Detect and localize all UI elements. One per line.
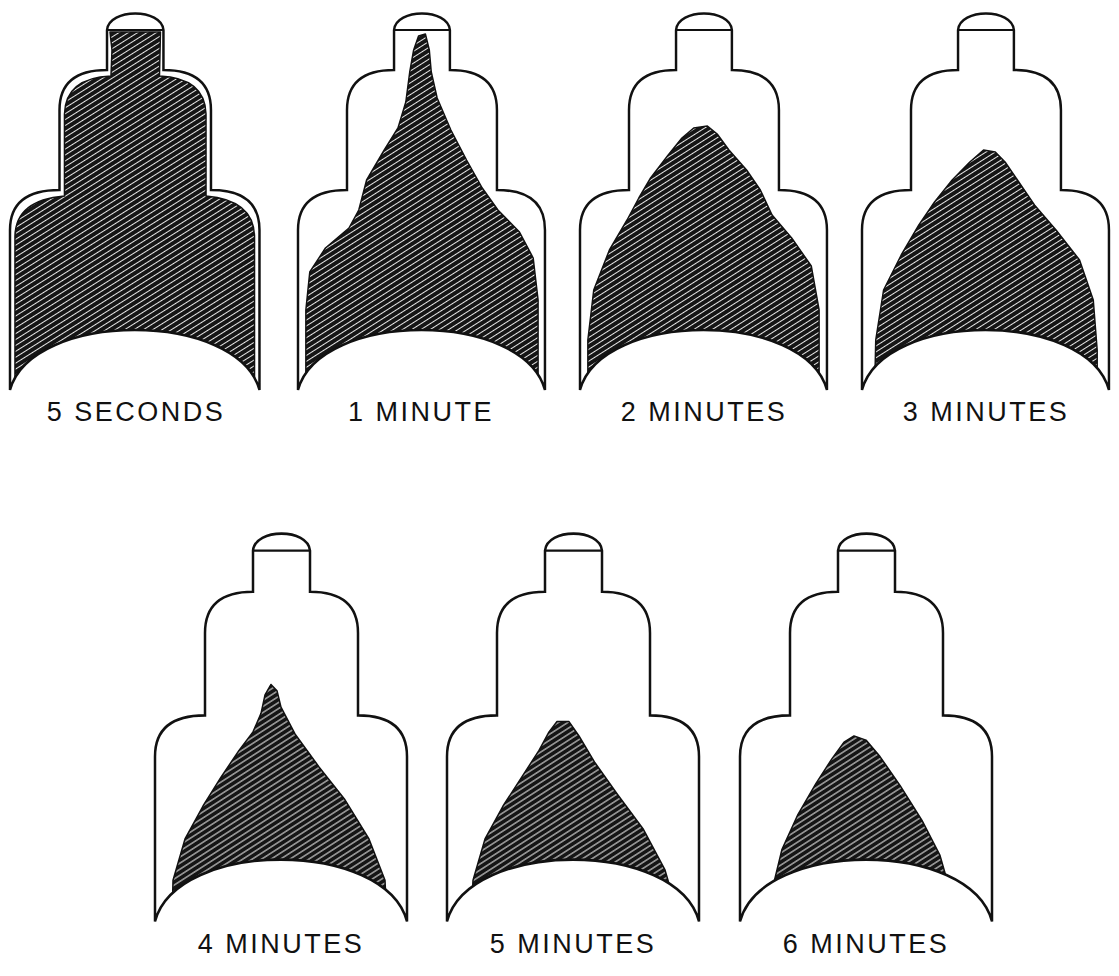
liquid-metal	[768, 736, 954, 963]
time-label: 2 MINUTES	[621, 398, 788, 428]
time-label: 6 MINUTES	[783, 930, 950, 960]
mold-panel	[740, 534, 992, 963]
mold-outline	[862, 14, 1109, 391]
mold-outline	[10, 14, 259, 391]
liquid-metal	[171, 685, 389, 963]
liquid-metal	[306, 34, 538, 430]
riser-cap-line	[107, 29, 163, 31]
mold-outline	[447, 534, 699, 922]
mold-panel	[298, 14, 545, 431]
riser-cap-line	[253, 550, 310, 552]
riser-cap-line	[958, 29, 1014, 31]
mold-outline	[740, 534, 992, 922]
mold-panel	[580, 14, 827, 431]
riser-cap-line	[676, 29, 732, 31]
liquid-metal	[15, 32, 255, 430]
riser-cap-line	[545, 550, 602, 552]
mold-outline	[298, 14, 545, 391]
mold-panel	[862, 14, 1109, 431]
mold-outline	[155, 534, 407, 922]
mold-outline	[580, 14, 827, 391]
liquid-metal	[874, 150, 1097, 430]
time-label: 4 MINUTES	[198, 930, 365, 960]
riser-cap-line	[394, 29, 450, 31]
mold-panel	[447, 534, 699, 963]
time-label: 5 SECONDS	[47, 398, 226, 428]
mold-panel	[155, 534, 407, 963]
time-label: 5 MINUTES	[490, 930, 657, 960]
riser-cap-line	[838, 550, 895, 552]
time-label: 3 MINUTES	[903, 398, 1070, 428]
time-label: 1 MINUTE	[348, 398, 494, 428]
liquid-metal	[469, 722, 677, 963]
mold-panel	[10, 14, 259, 431]
liquid-metal	[588, 126, 819, 430]
